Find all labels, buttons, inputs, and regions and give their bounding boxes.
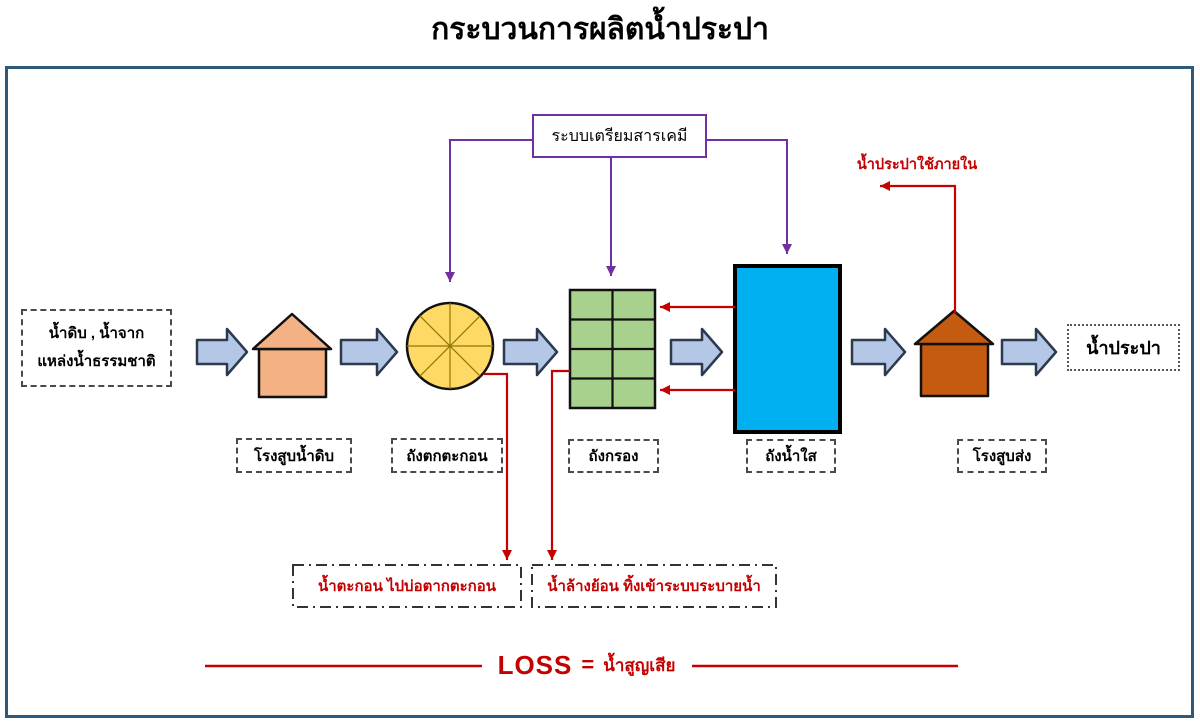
- loss-thai-label: น้ำสูญเสีย: [603, 655, 676, 675]
- chemical-line-to-sedimentation: [445, 139, 532, 282]
- raw-water-source-line2: แหล่งน้ำธรรมชาติ: [37, 353, 156, 370]
- chemical-connectors: [445, 139, 792, 282]
- flow-arrows: [195, 327, 1058, 377]
- flow-arrow-1: [195, 327, 249, 377]
- stage-label-text: โรงสูบน้ำดิบ: [253, 447, 335, 465]
- chemical-line-to-tank: [707, 139, 792, 254]
- raw-pump-house-roof: [251, 312, 333, 351]
- page-title: กระบวนการผลิตน้ำประปา: [431, 13, 769, 46]
- waste-box-backwash: น้ำล้างย้อน ทิ้งเข้าระบบระบายน้ำ: [532, 565, 776, 607]
- loss-word: LOSS: [497, 649, 573, 680]
- filter-grid-lines: [570, 290, 655, 408]
- chemical-system-label: ระบบเตรียมสารเคมี: [551, 127, 688, 145]
- internal-use-line: [880, 181, 957, 314]
- filter-grid-shape: [568, 288, 657, 410]
- waste-box-backwash-label: น้ำล้างย้อน ทิ้งเข้าระบบระบายน้ำ: [547, 578, 761, 595]
- send-pump-house-body: [919, 342, 990, 398]
- flow-arrow-3: [502, 327, 559, 377]
- raw-water-source-box: น้ำดิบ , น้ำจาก แหล่งน้ำธรรมชาติ: [21, 309, 172, 387]
- sedimentation-circle-shape: [405, 301, 495, 391]
- internal-use-label: น้ำประปาใช้ภายใน: [856, 157, 978, 173]
- stage-label-filter-tank: ถังกรอง: [568, 439, 659, 473]
- stage-label-text: ถังน้ำใส: [765, 448, 817, 465]
- flow-arrow-2: [339, 327, 399, 377]
- raw-pump-house-body: [257, 347, 328, 399]
- loss-equals-sign: =: [581, 652, 595, 677]
- stage-label-clear-water-tank: ถังน้ำใส: [746, 439, 836, 473]
- waste-box-borders: [292, 564, 777, 608]
- tap-water-output-box: น้ำประปา: [1067, 324, 1180, 371]
- stage-label-send-pump-station: โรงสูบส่ง: [957, 439, 1047, 473]
- sedimentation-circle-spokes: [407, 303, 493, 389]
- flow-arrow-6: [1000, 327, 1058, 377]
- send-pump-house-roof: [913, 309, 995, 346]
- stage-label-text: ถังตกตะกอน: [406, 447, 488, 465]
- tap-water-output-label: น้ำประปา: [1086, 338, 1161, 358]
- raw-water-source-line1: น้ำดิบ , น้ำจาก: [48, 325, 145, 343]
- stage-label-text: โรงสูบส่ง: [972, 448, 1032, 465]
- chemical-system-box: ระบบเตรียมสารเคมี: [532, 114, 707, 158]
- sludge-line-to-pond: [484, 372, 512, 560]
- diagram-frame: [5, 66, 1194, 718]
- clear-water-tank: [733, 264, 842, 434]
- waste-box-sludge-label: น้ำตะกอน ไปบ่อตากตะกอน: [318, 578, 496, 595]
- flow-arrow-5: [850, 327, 907, 377]
- loss-caption: LOSS = น้ำสูญเสีย: [483, 648, 690, 682]
- waste-box-border-0: [292, 564, 522, 608]
- raw-pump-house-shape: [251, 312, 333, 399]
- send-pump-house-shape: [913, 309, 995, 398]
- waste-box-border-1: [531, 564, 777, 608]
- flow-arrow-4: [669, 327, 724, 377]
- stage-label-raw-pump-station: โรงสูบน้ำดิบ: [236, 438, 352, 473]
- waste-box-sludge: น้ำตะกอน ไปบ่อตากตะกอน: [293, 565, 521, 607]
- red-connectors: [484, 181, 957, 560]
- stage-label-sedimentation-tank: ถังตกตะกอน: [391, 438, 503, 473]
- stage-label-text: ถังกรอง: [588, 448, 639, 465]
- backwash-line-to-drain: [547, 369, 570, 560]
